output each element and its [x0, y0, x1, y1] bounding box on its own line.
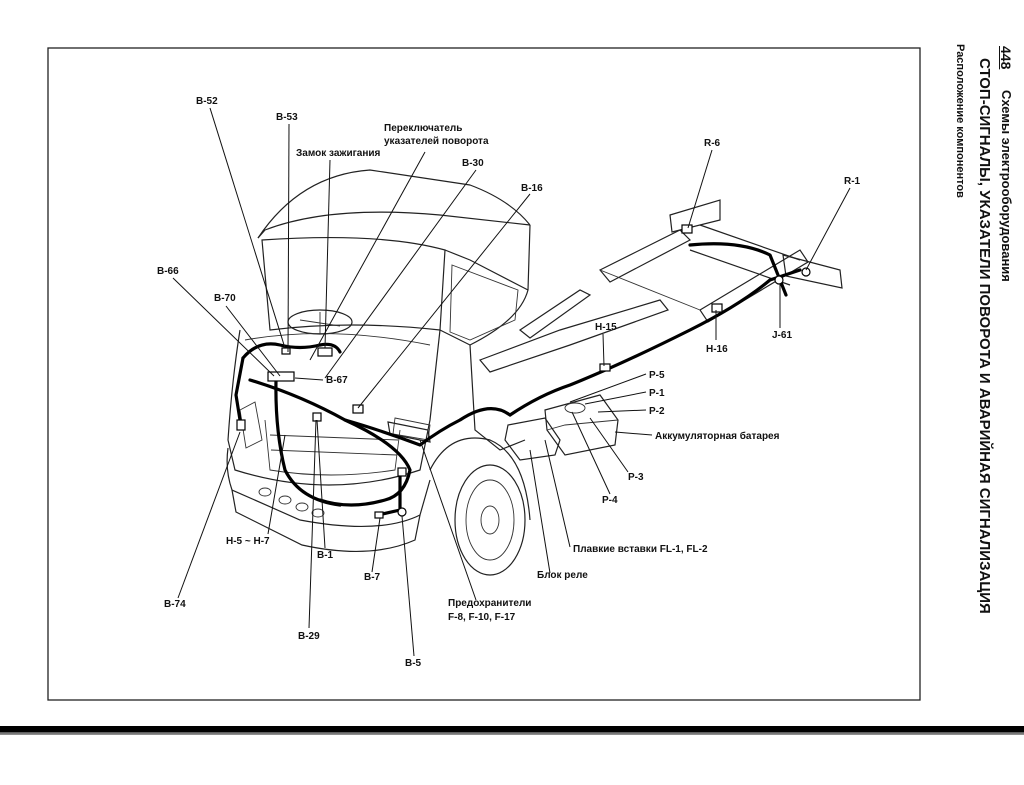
label-b5: B-5 — [405, 658, 422, 669]
label-h5-h7: H-5 ~ H-7 — [226, 536, 270, 547]
relay-block — [504, 417, 561, 461]
label-p2: P-2 — [649, 406, 665, 417]
diagram-frame — [47, 47, 921, 701]
battery — [544, 394, 619, 456]
page-subtitle: Расположение компонентов — [954, 44, 966, 198]
label-r1: R-1 — [844, 176, 861, 187]
chassis-frame — [478, 199, 843, 373]
label-battery: Аккумуляторная батарея — [655, 430, 780, 442]
label-h16: H-16 — [706, 344, 728, 355]
label-b53: B-53 — [276, 112, 298, 123]
label-r6: R-6 — [704, 138, 721, 149]
page-number: 448 — [998, 46, 1014, 70]
label-p1: P-1 — [649, 388, 665, 399]
label-turn-switch-line2: указателей поворота — [384, 136, 489, 147]
label-p3: P-3 — [628, 472, 644, 483]
leader-lines — [172, 107, 851, 657]
label-p5: P-5 — [649, 370, 665, 381]
label-ignition: Замок зажигания — [296, 148, 381, 159]
label-b70: B-70 — [214, 293, 236, 304]
section-title: Схемы электрооборудования — [999, 90, 1014, 282]
label-b7: B-7 — [364, 572, 381, 583]
label-b1: B-1 — [317, 550, 334, 561]
label-fusible-links: Плавкие вставки FL-1, FL-2 — [573, 544, 708, 555]
label-b16: B-16 — [521, 183, 543, 194]
label-b67: B-67 — [326, 375, 348, 386]
label-fuses-line1: Предохранители — [448, 598, 531, 609]
label-b30: B-30 — [462, 158, 484, 169]
page-title: СТОП-СИГНАЛЫ, УКАЗАТЕЛИ ПОВОРОТА И АВАРИ… — [976, 58, 993, 614]
label-p4: P-4 — [602, 495, 618, 506]
label-turn-switch-line1: Переключатель — [384, 123, 462, 134]
wiring-harness — [234, 224, 811, 519]
label-b74: B-74 — [164, 599, 186, 610]
label-relay-block: Блок реле — [537, 570, 588, 581]
fuse-box — [387, 421, 431, 443]
label-b52: B-52 — [196, 96, 218, 107]
label-b66: B-66 — [157, 266, 179, 277]
label-j61: J-61 — [772, 330, 792, 341]
label-h15: H-15 — [595, 322, 617, 333]
label-b29: B-29 — [298, 631, 320, 642]
label-fuses-line2: F-8, F-10, F-17 — [448, 612, 516, 623]
page-edge-bar — [0, 726, 1024, 735]
